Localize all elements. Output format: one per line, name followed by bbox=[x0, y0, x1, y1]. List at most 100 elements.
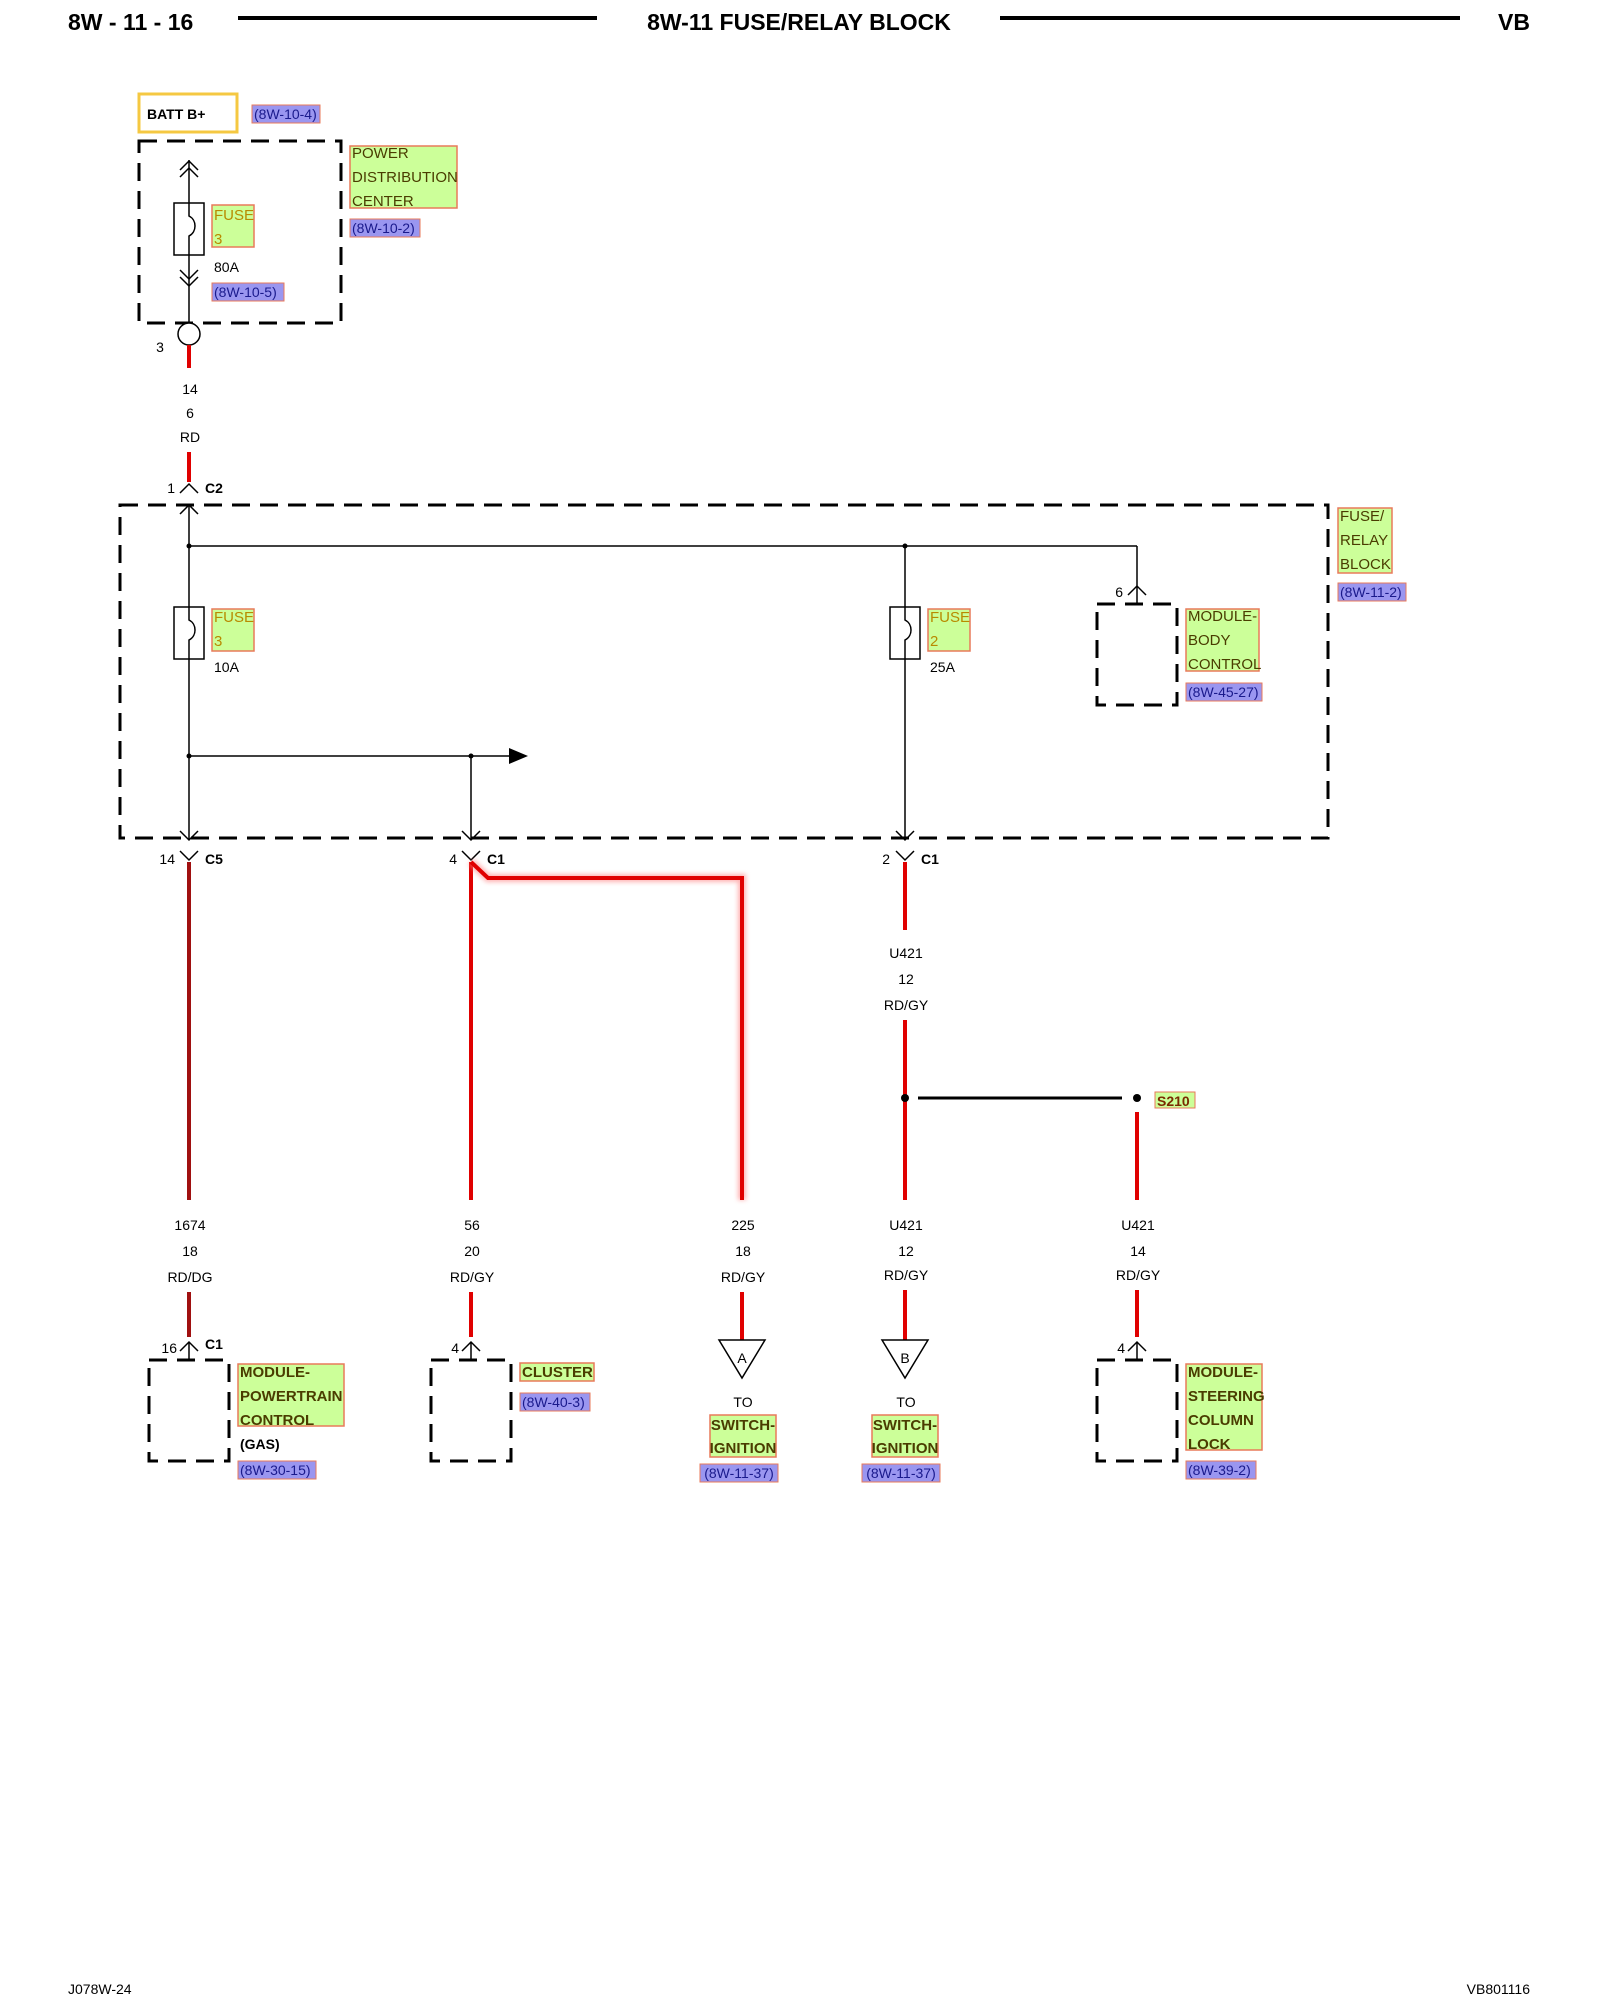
wire-gauge: 6 bbox=[186, 405, 194, 421]
wire-code: U421 bbox=[889, 1217, 923, 1233]
batt-label: BATT B+ bbox=[147, 106, 205, 122]
ref-highlight bbox=[251, 104, 321, 124]
junction-dot bbox=[186, 753, 192, 759]
frb-name-line: FUSE/ bbox=[1340, 508, 1385, 525]
wire-code: U421 bbox=[889, 945, 923, 961]
pdc-name-line: DISTRIBUTION bbox=[352, 169, 458, 186]
c2-conn: C2 bbox=[205, 480, 223, 496]
bcm-pin: 6 bbox=[1115, 584, 1123, 600]
c2-connector-icon bbox=[179, 482, 199, 494]
scl-pin: 4 bbox=[1117, 1340, 1125, 1356]
frb-name-line: RELAY bbox=[1340, 532, 1388, 549]
fuse3-number: 3 bbox=[214, 633, 222, 650]
pdc-fuse-number: 3 bbox=[214, 231, 222, 248]
fuse2-amps: 25A bbox=[930, 659, 956, 675]
page-title: 8W-11 FUSE/RELAY BLOCK bbox=[647, 9, 951, 35]
footer-left: J078W-24 bbox=[68, 1981, 132, 1997]
switch-b-name-line: SWITCH- bbox=[873, 1417, 937, 1434]
pdc-fuse-amps: 80A bbox=[214, 259, 240, 275]
wire-glow bbox=[468, 859, 746, 1200]
name-highlight bbox=[927, 608, 971, 652]
junction-dot bbox=[186, 543, 192, 549]
terminal-icon bbox=[177, 322, 201, 346]
wire-code: 1674 bbox=[174, 1217, 205, 1233]
switch-b-ref[interactable]: (8W-11-37) bbox=[866, 1465, 936, 1481]
pcm-name-line: MODULE- bbox=[240, 1364, 310, 1381]
ref-highlight bbox=[349, 218, 421, 238]
name-highlight bbox=[1154, 1091, 1196, 1109]
ref-highlight bbox=[211, 282, 285, 302]
scl-name-line: MODULE- bbox=[1188, 1364, 1258, 1381]
ref-highlight bbox=[237, 1460, 317, 1480]
switch-a-name-line: IGNITION bbox=[710, 1440, 777, 1457]
pdc-connector-icon bbox=[179, 276, 199, 288]
frb-name-line: BLOCK bbox=[1340, 556, 1391, 573]
wire-gauge: 18 bbox=[735, 1243, 751, 1259]
frb-ref[interactable]: (8W-11-2) bbox=[1340, 584, 1402, 600]
scl-name-line: STEERING bbox=[1188, 1388, 1265, 1405]
c2-pin: 1 bbox=[167, 480, 175, 496]
c1-connector-icon bbox=[895, 850, 915, 862]
name-highlight bbox=[237, 1363, 345, 1427]
fuse3-amps: 10A bbox=[214, 659, 240, 675]
wire-gauge: 12 bbox=[898, 1243, 914, 1259]
ref-highlight bbox=[519, 1392, 591, 1412]
connector-b-icon bbox=[880, 1339, 930, 1380]
cluster-pin: 4 bbox=[451, 1340, 459, 1356]
fuse-element-icon bbox=[188, 203, 196, 255]
name-highlight bbox=[349, 145, 458, 209]
batt-ref[interactable]: (8W-10-4) bbox=[254, 106, 317, 122]
c1-connector-icon bbox=[461, 850, 481, 862]
name-highlight bbox=[211, 204, 255, 248]
ref-highlight bbox=[1185, 682, 1263, 702]
switch-a-to: TO bbox=[733, 1394, 752, 1410]
pcm-ref[interactable]: (8W-30-15) bbox=[240, 1462, 311, 1478]
scl-name-line: COLUMN bbox=[1188, 1412, 1254, 1429]
wire-code: 56 bbox=[464, 1217, 480, 1233]
pdc-ref[interactable]: (8W-10-2) bbox=[352, 220, 415, 236]
wire-color: RD/GY bbox=[450, 1269, 495, 1285]
pcm-outline bbox=[147, 1358, 231, 1463]
switch-a-ref[interactable]: (8W-11-37) bbox=[704, 1465, 774, 1481]
wire-color: RD/DG bbox=[167, 1269, 212, 1285]
pcm-conn: C1 bbox=[205, 1336, 223, 1352]
ref-highlight bbox=[1337, 582, 1407, 602]
pdc-connector-icon bbox=[179, 159, 199, 171]
splice-dot bbox=[901, 1094, 909, 1102]
output-arrow-icon bbox=[461, 830, 481, 842]
pdc-name-line: POWER bbox=[352, 145, 409, 162]
wire-gauge: 20 bbox=[464, 1243, 480, 1259]
page-number: 8W - 11 - 16 bbox=[68, 9, 193, 35]
continuation-arrow-icon bbox=[509, 748, 528, 764]
ref-highlight bbox=[1185, 1460, 1257, 1480]
fuse-element-icon bbox=[188, 607, 196, 659]
wire-code: U421 bbox=[1121, 1217, 1155, 1233]
pdc-outline bbox=[137, 139, 343, 325]
bcm-ref[interactable]: (8W-45-27) bbox=[1188, 684, 1259, 700]
pdc-fuse-ref[interactable]: (8W-10-5) bbox=[214, 284, 277, 300]
splice-dot bbox=[1133, 1094, 1141, 1102]
bcm-name-line: BODY bbox=[1188, 632, 1231, 649]
fuse2-number: 2 bbox=[930, 633, 938, 650]
fuse2-label: FUSE bbox=[930, 609, 970, 626]
pdc-pin: 3 bbox=[156, 339, 164, 355]
c1a-pin: 4 bbox=[449, 851, 457, 867]
wire-gauge: 12 bbox=[898, 971, 914, 987]
connector-a-letter: A bbox=[737, 1350, 747, 1366]
cluster-outline bbox=[429, 1358, 513, 1463]
scl-ref[interactable]: (8W-39-2) bbox=[1188, 1462, 1251, 1478]
ref-highlight bbox=[861, 1463, 941, 1483]
cluster-ref[interactable]: (8W-40-3) bbox=[522, 1394, 585, 1410]
vehicle-code: VB bbox=[1498, 9, 1530, 35]
scl-outline bbox=[1095, 1358, 1179, 1463]
name-highlight bbox=[211, 608, 255, 652]
name-highlight bbox=[871, 1414, 939, 1458]
wire-gauge: 14 bbox=[1130, 1243, 1146, 1259]
wire-code: 14 bbox=[182, 381, 198, 397]
splice-label: S210 bbox=[1157, 1093, 1190, 1109]
name-highlight bbox=[1185, 1363, 1263, 1451]
c1b-conn: C1 bbox=[921, 851, 939, 867]
pcm-variant: (GAS) bbox=[240, 1436, 280, 1452]
ref-highlight bbox=[699, 1463, 779, 1483]
batt-box bbox=[137, 92, 239, 134]
